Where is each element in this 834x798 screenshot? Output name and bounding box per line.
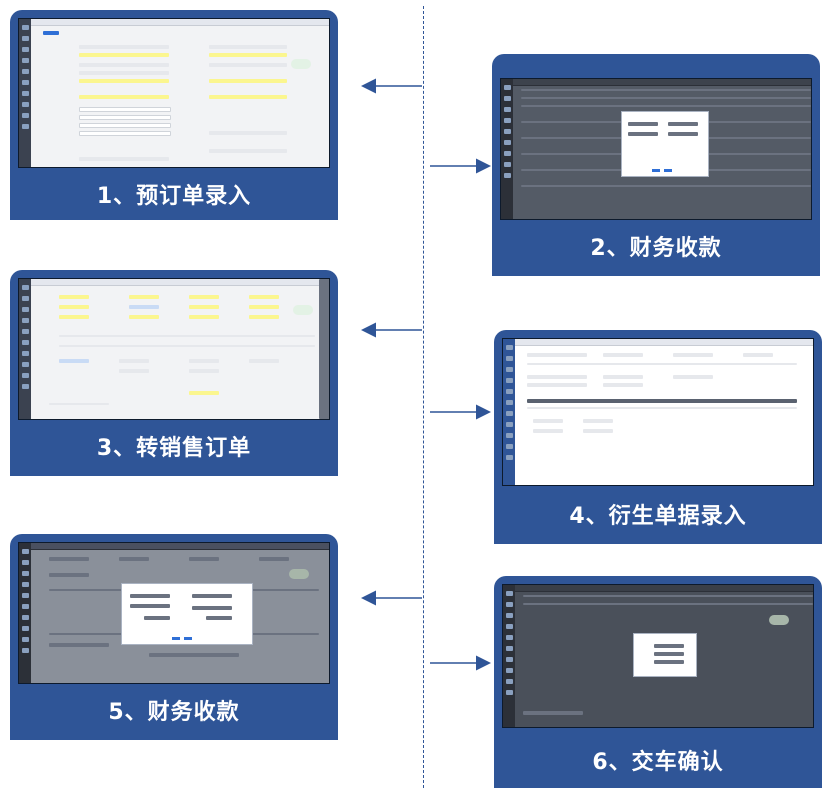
step-5-screenshot <box>18 542 330 684</box>
step-card-5: 5、财务收款 <box>10 534 338 740</box>
step-6-dialog <box>633 633 697 677</box>
step-card-2: 2、财务收款 <box>492 54 820 276</box>
step-2-dialog <box>621 111 709 177</box>
step-6-label: 6、交车确认 <box>592 750 724 775</box>
step-card-3: 3、转销售订单 <box>10 270 338 476</box>
center-divider <box>423 6 424 788</box>
step-3-screenshot <box>18 278 330 420</box>
step-card-4: 4、衍生单据录入 <box>494 330 822 544</box>
step-4-screenshot <box>502 338 814 486</box>
step-4-label: 4、衍生单据录入 <box>569 504 747 529</box>
step-1-screenshot <box>18 18 330 168</box>
step-5-dialog <box>121 583 253 645</box>
step-2-screenshot <box>500 78 812 220</box>
step-2-label: 2、财务收款 <box>590 236 722 261</box>
step-6-screenshot <box>502 584 814 728</box>
step-card-1: 1、预订单录入 <box>10 10 338 220</box>
step-card-6: 6、交车确认 <box>494 576 822 788</box>
step-5-label: 5、财务收款 <box>108 700 240 725</box>
step-3-label: 3、转销售订单 <box>96 436 252 461</box>
step-1-label: 1、预订单录入 <box>96 184 252 209</box>
